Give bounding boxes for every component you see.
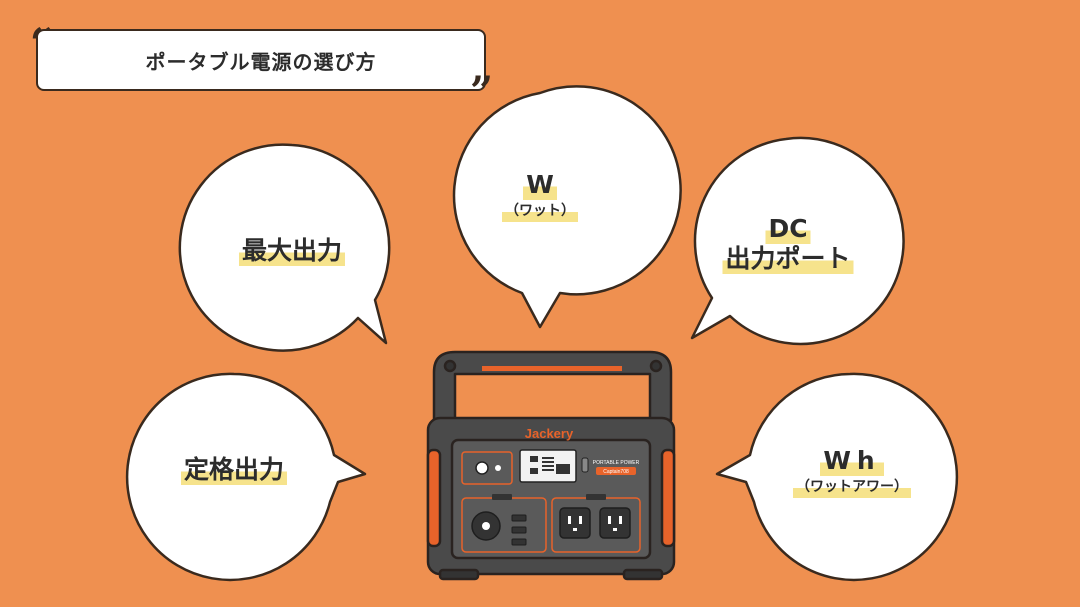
label-dc: DC 出力ポート (722, 214, 854, 274)
close-quote-icon: ” (470, 68, 494, 115)
power-station-illustration (426, 350, 676, 581)
device-product-line2: Captain708 (603, 469, 629, 475)
label-watt: W （ワット） (502, 170, 578, 223)
device-product-line1: PORTABLE POWER (593, 460, 640, 466)
device-brand: Jackery (525, 426, 574, 441)
title-box: ポータブル電源の選び方 (36, 29, 486, 91)
label-rated-output: 定格出力 (180, 455, 288, 485)
label-max-output: 最大出力 (238, 236, 346, 266)
label-wh: Wh （ワットアワー） (793, 446, 911, 499)
page-title: ポータブル電源の選び方 (145, 49, 377, 74)
